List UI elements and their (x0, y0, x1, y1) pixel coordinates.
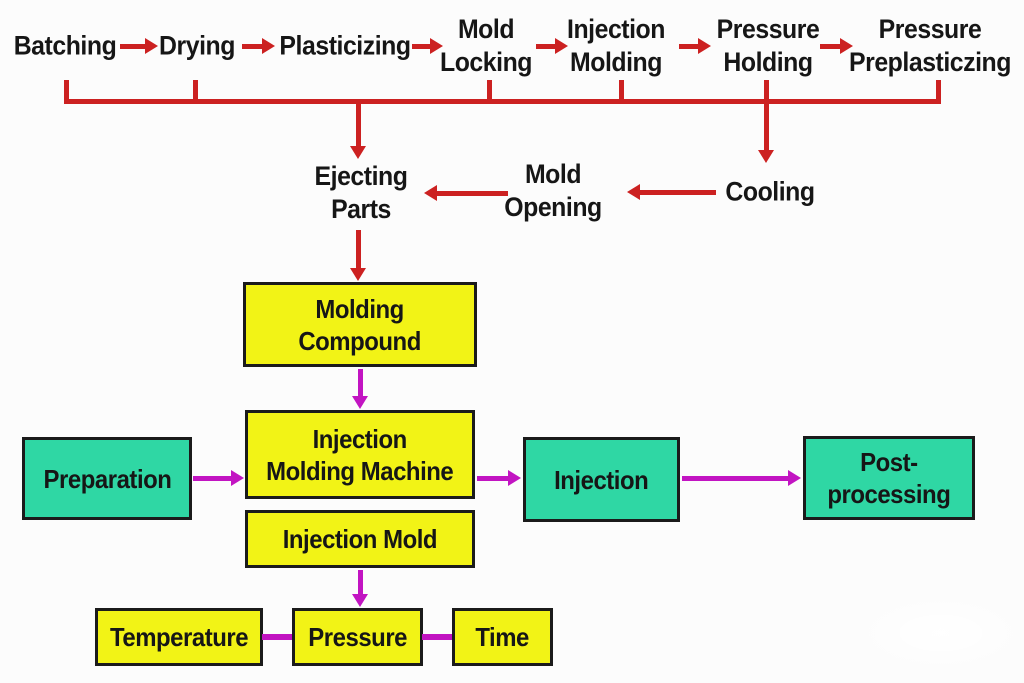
arrow-preparation-to-machine-icon (193, 470, 244, 486)
bracket-tick-mold-locking (487, 80, 492, 104)
arrow-plasticizing-to-mold-locking-icon (412, 38, 443, 54)
box-pressure: Pressure (292, 608, 423, 666)
arrow-mold-opening-to-ejecting-parts-icon (424, 185, 508, 201)
step-ejecting-parts: Ejecting Parts (314, 161, 408, 224)
box-post-processing-label: Post- processing (827, 447, 951, 509)
arrow-ejecting-parts-to-molding-compound-icon (350, 230, 366, 281)
bracket-tick-drying (193, 80, 198, 104)
bracket-tick-preplasticizing (936, 80, 941, 104)
box-injection-mold: Injection Mold (245, 510, 475, 568)
box-molding-compound: Molding Compound (243, 282, 477, 367)
box-preparation-label: Preparation (43, 463, 171, 494)
arrow-mold-locking-to-injection-molding-icon (536, 38, 568, 54)
box-pressure-label: Pressure (308, 622, 407, 652)
box-time-label: Time (475, 622, 530, 652)
arrow-drying-to-plasticizing-icon (242, 38, 275, 54)
box-injection-label: Injection (554, 464, 649, 495)
step-plasticizing: Plasticizing (279, 30, 411, 61)
bracket-bus-line (64, 99, 941, 104)
step-injection-molding: Injection Molding (567, 14, 665, 77)
box-temperature: Temperature (95, 608, 263, 666)
box-time: Time (452, 608, 553, 666)
bracket-tick-batching (64, 80, 69, 104)
arrow-injection-mold-to-pressure-icon (352, 570, 368, 607)
box-molding-compound-label: Molding Compound (298, 293, 422, 356)
arrow-injection-molding-to-pressure-holding-icon (679, 38, 711, 54)
arrow-cooling-to-mold-opening-icon (627, 184, 716, 200)
arrow-pressure-holding-to-preplasticizing-icon (820, 38, 853, 54)
arrow-bus-to-cooling-icon (758, 103, 774, 163)
box-injection-mold-label: Injection Mold (282, 524, 438, 554)
connector-pressure-time (422, 634, 453, 640)
box-preparation: Preparation (22, 437, 192, 520)
step-batching: Batching (13, 30, 117, 61)
box-post-processing: Post- processing (803, 436, 975, 520)
step-pressure-preplasticizing: Pressure Preplasticzing (849, 14, 1011, 77)
arrow-injection-to-post-processing-icon (682, 470, 801, 486)
box-injection-molding-machine: Injection Molding Machine (245, 410, 475, 499)
step-mold-opening: Mold Opening (504, 159, 602, 222)
box-temperature-label: Temperature (109, 622, 249, 652)
box-injection: Injection (523, 437, 680, 522)
box-injection-molding-machine-label: Injection Molding Machine (266, 423, 454, 486)
bracket-tick-injection-molding (619, 80, 624, 104)
step-pressure-holding: Pressure Holding (716, 14, 820, 77)
watermark-blob (858, 596, 1024, 670)
arrow-batching-to-drying-icon (120, 38, 158, 54)
arrow-machine-to-injection-icon (477, 470, 521, 486)
connector-temperature-pressure (262, 634, 293, 640)
step-mold-locking: Mold Locking (439, 14, 533, 77)
bracket-tick-pressure-holding (764, 80, 769, 104)
step-drying: Drying (159, 30, 235, 61)
arrow-molding-compound-to-machine-icon (352, 369, 368, 409)
step-cooling: Cooling (725, 176, 815, 207)
arrow-bus-to-ejecting-parts-icon (350, 103, 366, 159)
